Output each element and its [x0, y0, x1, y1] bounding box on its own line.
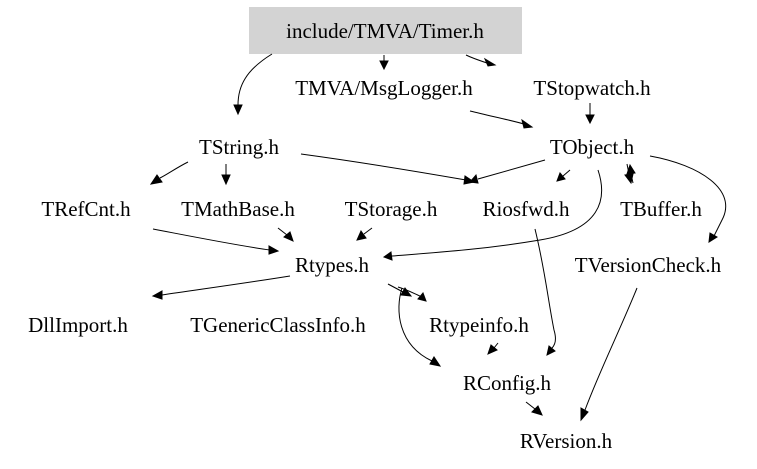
- edge-msglogger-tobject: [469, 110, 525, 125]
- node-tobject[interactable]: TObject.h: [550, 135, 635, 159]
- node-riosfwd[interactable]: Riosfwd.h: [483, 197, 570, 221]
- node-tmathbase[interactable]: TMathBase.h: [181, 197, 295, 221]
- edge-rtypes-rtypeinfo-2: [397, 286, 421, 297]
- arrowhead: [585, 114, 595, 125]
- arrowhead: [382, 251, 393, 261]
- edge-rtypeinfo-rconfig: [493, 342, 499, 349]
- arrowhead: [283, 231, 294, 242]
- edge-tstring-riosfwd: [300, 153, 467, 181]
- arrowhead: [483, 57, 497, 67]
- node-trefcnt[interactable]: TRefCnt.h: [41, 197, 131, 221]
- edge-rtypes-rtypeinfo: [387, 283, 404, 293]
- arrowhead: [521, 118, 534, 129]
- arrowhead: [580, 407, 589, 422]
- arrowhead: [556, 172, 566, 182]
- arrowhead: [429, 356, 442, 367]
- arrowhead: [531, 405, 543, 416]
- edge-tversioncheck-rversion: [584, 287, 638, 411]
- edge-tobject-riosfwd: [477, 159, 546, 180]
- arrowhead: [400, 287, 413, 297]
- arrowhead: [233, 104, 243, 116]
- arrowhead: [379, 60, 389, 71]
- node-rtypes[interactable]: Rtypes.h: [295, 253, 370, 277]
- edge-rtypes-dllimport: [161, 275, 291, 296]
- node-tgenericclassinfo[interactable]: TGenericClassInfo.h: [190, 313, 366, 337]
- arrowhead: [469, 173, 479, 184]
- edge-tstring-trefcnt: [159, 161, 189, 179]
- edge-riosfwd-rconfig: [534, 228, 556, 349]
- node-rtypeinfo[interactable]: Rtypeinfo.h: [429, 313, 529, 337]
- arrowhead: [221, 174, 231, 186]
- node-tversioncheck[interactable]: TVersionCheck.h: [575, 253, 722, 277]
- node-tstopwatch[interactable]: TStopwatch.h: [533, 76, 651, 100]
- edge-tmathbase-rtypes: [277, 227, 288, 236]
- node-tstorage[interactable]: TStorage.h: [345, 197, 438, 221]
- arrowhead: [356, 229, 367, 241]
- node-tbuffer[interactable]: TBuffer.h: [620, 197, 702, 221]
- nodes: include/TMVA/Timer.h TMVA/MsgLogger.h TS…: [28, 19, 722, 453]
- arrowhead: [546, 345, 556, 356]
- arrowhead: [626, 163, 636, 175]
- node-rversion[interactable]: RVersion.h: [520, 429, 613, 453]
- edge-tobject-rtypes: [391, 169, 603, 257]
- edge-tbuffer-tobject: [630, 173, 634, 184]
- arrowhead: [417, 292, 427, 302]
- edge-rconfig-rversion: [525, 401, 536, 410]
- edge-tstorage-rtypes: [363, 227, 373, 235]
- arrowhead: [149, 174, 163, 185]
- node-rconfig[interactable]: RConfig.h: [463, 371, 552, 395]
- arrowhead: [151, 290, 163, 300]
- edge-timer-tstopwatch: [465, 54, 488, 64]
- edge-trefcnt-rtypes: [152, 228, 271, 251]
- node-msglogger[interactable]: TMVA/MsgLogger.h: [295, 76, 473, 100]
- edge-tobject-tversioncheck: [649, 155, 727, 237]
- node-timer[interactable]: include/TMVA/Timer.h: [286, 19, 484, 43]
- edges: [149, 53, 727, 422]
- arrowhead: [708, 232, 718, 243]
- edge-rtypes-rconfig: [398, 287, 433, 362]
- edge-timer-tstring: [237, 53, 273, 106]
- edge-tobject-riosfwd-small: [562, 169, 571, 177]
- arrowhead: [268, 245, 280, 255]
- arrowhead: [487, 344, 498, 355]
- node-dllimport[interactable]: DllImport.h: [28, 313, 128, 337]
- node-tstring[interactable]: TString.h: [199, 135, 279, 159]
- root-node-box: [249, 7, 522, 54]
